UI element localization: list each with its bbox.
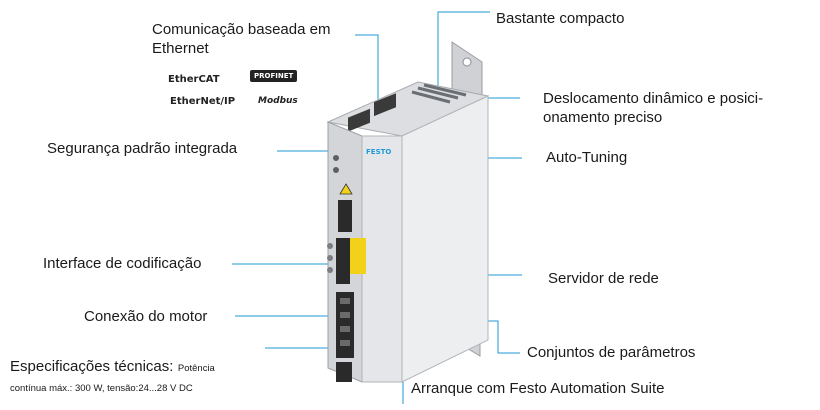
label-dynamic-line1: Deslocamento dinâmico e posici- [543, 90, 764, 107]
specs-title: Especificações técnicas: [10, 358, 174, 375]
label-encoder: Interface de codificação [43, 255, 202, 272]
label-motor: Conexão do motor [84, 308, 208, 325]
label-dynamic: Deslocamento dinâmico e posici- onamento… [543, 89, 763, 127]
specs-line2: contínua máx.: 300 W, tensão:24...28 V D… [10, 383, 193, 394]
encoder-connector [336, 238, 350, 284]
modbus-logo: Modbus [258, 96, 298, 106]
label-autotuning: Auto-Tuning [546, 149, 628, 166]
ethernetip-logo: EtherNet/IP [170, 96, 236, 107]
callout-line-communication [355, 34, 379, 104]
servo-drive-illustration: FESTO [326, 41, 490, 383]
warning-icon [339, 183, 353, 195]
label-compact: Bastante compacto [496, 10, 625, 27]
ethernet-port-1 [348, 108, 370, 132]
technical-specs: Especificações técnicas: Potência contín… [10, 358, 270, 398]
label-params: Conjuntos de parâmetros [527, 344, 696, 361]
ethercat-logo: EtherCAT [168, 74, 220, 85]
label-communication: Comunicação baseada em Ethernet [152, 21, 331, 57]
specs-line1: Potência [177, 363, 215, 374]
safety-connector [338, 200, 352, 232]
device-side [401, 95, 489, 383]
label-dynamic-line2: onamento preciso [543, 109, 663, 126]
label-startup: Arranque com Festo Automation Suite [411, 380, 665, 397]
profinet-logo: PROFINET [250, 70, 298, 82]
label-safety: Segurança padrão integrada [47, 140, 238, 157]
ethernet-port-2 [374, 93, 396, 117]
brand-logo: FESTO [366, 148, 391, 156]
label-webserver: Servidor de rede [548, 270, 659, 287]
